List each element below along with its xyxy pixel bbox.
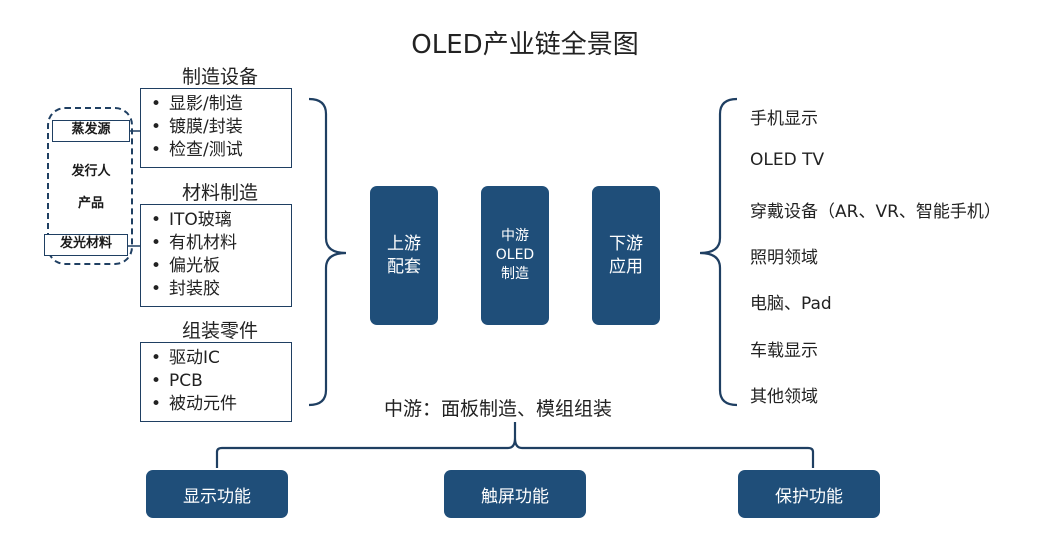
right-brace xyxy=(699,97,738,407)
bottom-bracket xyxy=(215,422,815,468)
issuer-label: 发行人 xyxy=(71,164,111,179)
parts-item: PCB xyxy=(151,370,291,393)
evaporation-source-tag: 蒸发源 xyxy=(52,120,130,142)
equipment-title: 制造设备 xyxy=(181,66,258,88)
application-item: 手机显示 xyxy=(750,109,818,129)
downstream-stage-box: 下游 应用 xyxy=(592,186,660,325)
page-title: OLED产业链全景图 xyxy=(411,30,639,60)
equipment-item: 显影/制造 xyxy=(151,93,291,116)
materials-item: 有机材料 xyxy=(151,232,291,255)
application-item: 其他领域 xyxy=(750,387,818,407)
application-item: 穿戴设备（AR、VR、智能手机） xyxy=(750,202,1001,222)
parts-item: 驱动IC xyxy=(151,347,291,370)
parts-title: 组装零件 xyxy=(181,320,258,342)
protection-function-box: 保护功能 xyxy=(738,470,880,518)
light-material-tag: 发光材料 xyxy=(44,234,128,256)
materials-box: ITO玻璃 有机材料 偏光板 封装胶 xyxy=(140,204,292,307)
materials-item: 偏光板 xyxy=(151,255,291,278)
midstream-stage-box: 中游 OLED 制造 xyxy=(481,186,549,325)
materials-item: ITO玻璃 xyxy=(151,209,291,232)
application-item: 照明领域 xyxy=(750,248,818,268)
midstream-caption: 中游：面板制造、模组组装 xyxy=(384,398,613,420)
equipment-box: 显影/制造 镀膜/封装 检查/测试 xyxy=(140,88,292,168)
display-function-box: 显示功能 xyxy=(146,470,288,518)
products-label: 产品 xyxy=(77,196,104,211)
parts-item: 被动元件 xyxy=(151,393,291,416)
application-item: 车载显示 xyxy=(750,341,818,361)
upstream-stage-box: 上游 配套 xyxy=(370,186,438,325)
application-item: OLED TV xyxy=(750,150,825,170)
application-item: 电脑、Pad xyxy=(750,294,832,314)
left-brace xyxy=(308,97,347,407)
equipment-item: 检查/测试 xyxy=(151,139,291,162)
equipment-item: 镀膜/封装 xyxy=(151,116,291,139)
materials-item: 封装胶 xyxy=(151,278,291,301)
touch-function-box: 触屏功能 xyxy=(444,470,586,518)
materials-title: 材料制造 xyxy=(181,182,258,204)
parts-box: 驱动IC PCB 被动元件 xyxy=(140,342,292,422)
issuer-products-group xyxy=(47,107,133,265)
